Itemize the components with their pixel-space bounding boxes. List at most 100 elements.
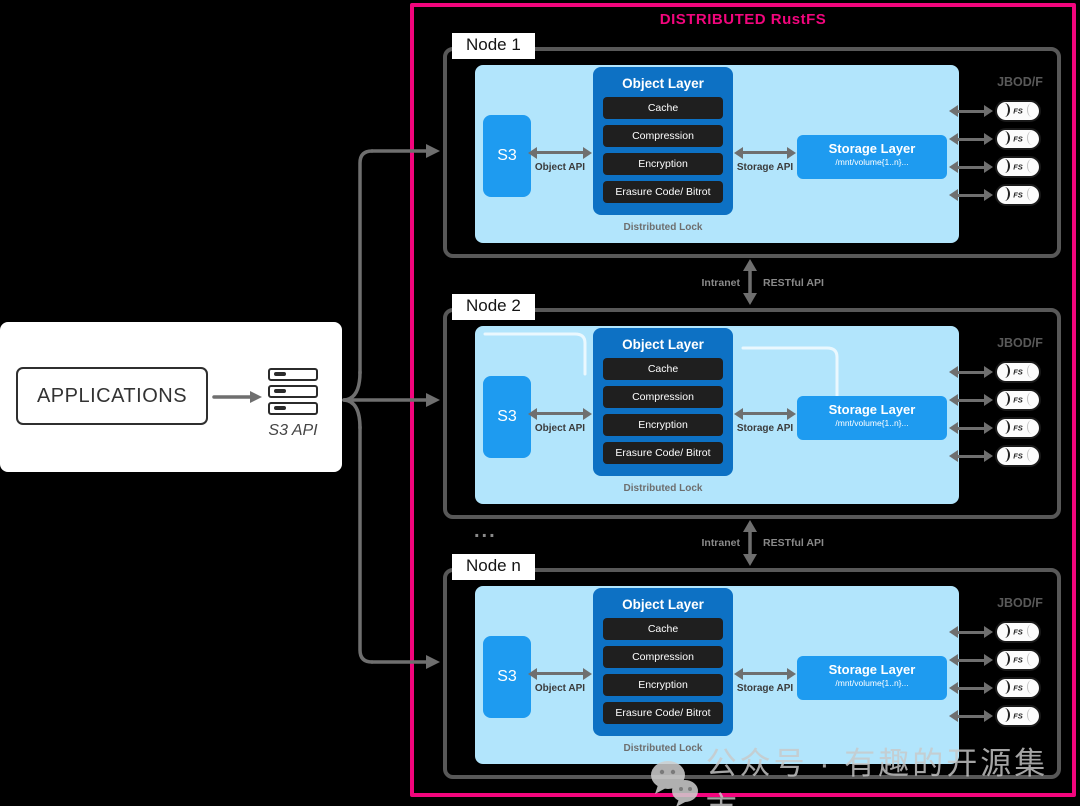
object-layer-item-cache: Cache: [603, 618, 723, 640]
storage-api-label: Storage API: [736, 423, 794, 434]
jbod-arrow-icon: [949, 450, 993, 462]
jbod-label: JBOD/F: [997, 596, 1043, 610]
jbod-arrow-icon: [949, 394, 993, 406]
watermark: 公众号 · 有趣的开源集市: [648, 738, 1080, 806]
storage-api-arrow-icon: [734, 407, 796, 420]
node-1: Node 1 S3 Object Layer Cache Compression…: [443, 33, 1061, 258]
jbod-arrow-icon: [949, 189, 993, 201]
restful-api-label: RESTful API: [763, 537, 824, 549]
disk-fs-label: FS: [1013, 134, 1023, 144]
node-n-panel: S3 Object Layer Cache Compression Encryp…: [475, 586, 959, 764]
disk-icon: FS: [995, 417, 1041, 439]
node-n-label: Node n: [452, 554, 535, 580]
jbod-label: JBOD/F: [997, 336, 1043, 350]
storage-api-label: Storage API: [736, 683, 794, 694]
storage-api-arrow-icon: [734, 667, 796, 680]
s3-api-server-icon: [268, 368, 318, 419]
jbod-arrow-icon: [949, 105, 993, 117]
object-layer: Object Layer Cache Compression Encryptio…: [593, 328, 733, 476]
disk-icon: FS: [995, 677, 1041, 699]
watermark-text: 公众号 · 有趣的开源集市: [705, 746, 1049, 806]
object-layer-item-erasure: Erasure Code/ Bitrot: [603, 442, 723, 464]
storage-layer: Storage Layer /mnt/volume{1..n}...: [797, 396, 947, 440]
server-row-icon: [268, 385, 318, 398]
server-row-icon: [268, 368, 318, 381]
disk-icon: FS: [995, 445, 1041, 467]
disk-fs-label: FS: [1013, 711, 1023, 721]
jbod-label: JBOD/F: [997, 75, 1043, 89]
disk-fs-label: FS: [1013, 162, 1023, 172]
object-api-arrow-icon: [528, 667, 592, 680]
object-layer-item-erasure: Erasure Code/ Bitrot: [603, 702, 723, 724]
jbod-arrow-icon: [949, 422, 993, 434]
node-2-panel: S3 Object Layer Cache Compression Encryp…: [475, 326, 959, 504]
object-layer-item-erasure: Erasure Code/ Bitrot: [603, 181, 723, 203]
jbod-arrow-icon: [949, 133, 993, 145]
object-layer-title: Object Layer: [622, 337, 704, 352]
s3-box: S3: [483, 376, 531, 458]
object-api-arrow-icon: [528, 407, 592, 420]
applications-box: APPLICATIONS: [16, 367, 208, 425]
storage-layer-path: /mnt/volume{1..n}...: [835, 678, 909, 688]
diagram-title: DISTRIBUTED RustFS: [659, 11, 827, 28]
disk-fs-label: FS: [1013, 451, 1023, 461]
storage-layer-title: Storage Layer: [828, 141, 916, 156]
intranet-label: Intranet: [701, 537, 740, 549]
disk-fs-label: FS: [1013, 627, 1023, 637]
wechat-chat-bubbles-icon: [651, 761, 698, 806]
storage-layer: Storage Layer /mnt/volume{1..n}...: [797, 656, 947, 700]
jbod-arrow-icon: [949, 710, 993, 722]
disk-icon: FS: [995, 389, 1041, 411]
object-layer: Object Layer Cache Compression Encryptio…: [593, 67, 733, 215]
disk-icon: FS: [995, 621, 1041, 643]
storage-layer-title: Storage Layer: [828, 402, 916, 417]
storage-api-label: Storage API: [736, 162, 794, 173]
node-2: Node 2 S3 Object Layer Cache Compression…: [443, 294, 1061, 519]
jbod-arrow-icon: [949, 626, 993, 638]
jbod-arrow-icon: [949, 654, 993, 666]
distributed-lock-label: Distributed Lock: [623, 483, 703, 494]
disk-icon: FS: [995, 705, 1041, 727]
disk-fs-label: FS: [1013, 683, 1023, 693]
storage-layer-path: /mnt/volume{1..n}...: [835, 157, 909, 167]
object-api-label: Object API: [534, 683, 586, 694]
object-layer-item-cache: Cache: [603, 358, 723, 380]
more-nodes-ellipsis: ...: [474, 520, 497, 542]
jbod-arrow-icon: [949, 682, 993, 694]
disk-fs-label: FS: [1013, 367, 1023, 377]
restful-api-label: RESTful API: [763, 277, 824, 289]
jbod-arrow-icon: [949, 366, 993, 378]
object-layer-item-encryption: Encryption: [603, 153, 723, 175]
disk-fs-label: FS: [1013, 190, 1023, 200]
node-n: Node n S3 Object Layer Cache Compression…: [443, 554, 1061, 779]
object-layer-item-cache: Cache: [603, 97, 723, 119]
disk-icon: FS: [995, 156, 1041, 178]
disk-icon: FS: [995, 361, 1041, 383]
object-layer-item-compression: Compression: [603, 646, 723, 668]
disk-fs-label: FS: [1013, 655, 1023, 665]
intranet-label: Intranet: [701, 277, 740, 289]
storage-layer-path: /mnt/volume{1..n}...: [835, 418, 909, 428]
object-layer-item-compression: Compression: [603, 125, 723, 147]
object-api-label: Object API: [534, 423, 586, 434]
object-layer: Object Layer Cache Compression Encryptio…: [593, 588, 733, 736]
jbod-arrow-icon: [949, 161, 993, 173]
disk-fs-label: FS: [1013, 106, 1023, 116]
object-layer-title: Object Layer: [622, 76, 704, 91]
node-1-label: Node 1: [452, 33, 535, 59]
applications-panel: APPLICATIONS S3 API: [0, 322, 342, 472]
disk-icon: FS: [995, 100, 1041, 122]
object-api-arrow-icon: [528, 146, 592, 159]
object-layer-item-encryption: Encryption: [603, 674, 723, 696]
disk-fs-label: FS: [1013, 423, 1023, 433]
storage-layer: Storage Layer /mnt/volume{1..n}...: [797, 135, 947, 179]
s3-box: S3: [483, 115, 531, 197]
disk-icon: FS: [995, 128, 1041, 150]
server-row-icon: [268, 402, 318, 415]
disk-fs-label: FS: [1013, 395, 1023, 405]
disk-icon: FS: [995, 184, 1041, 206]
s3-box: S3: [483, 636, 531, 718]
object-api-label: Object API: [534, 162, 586, 173]
storage-layer-title: Storage Layer: [828, 662, 916, 677]
